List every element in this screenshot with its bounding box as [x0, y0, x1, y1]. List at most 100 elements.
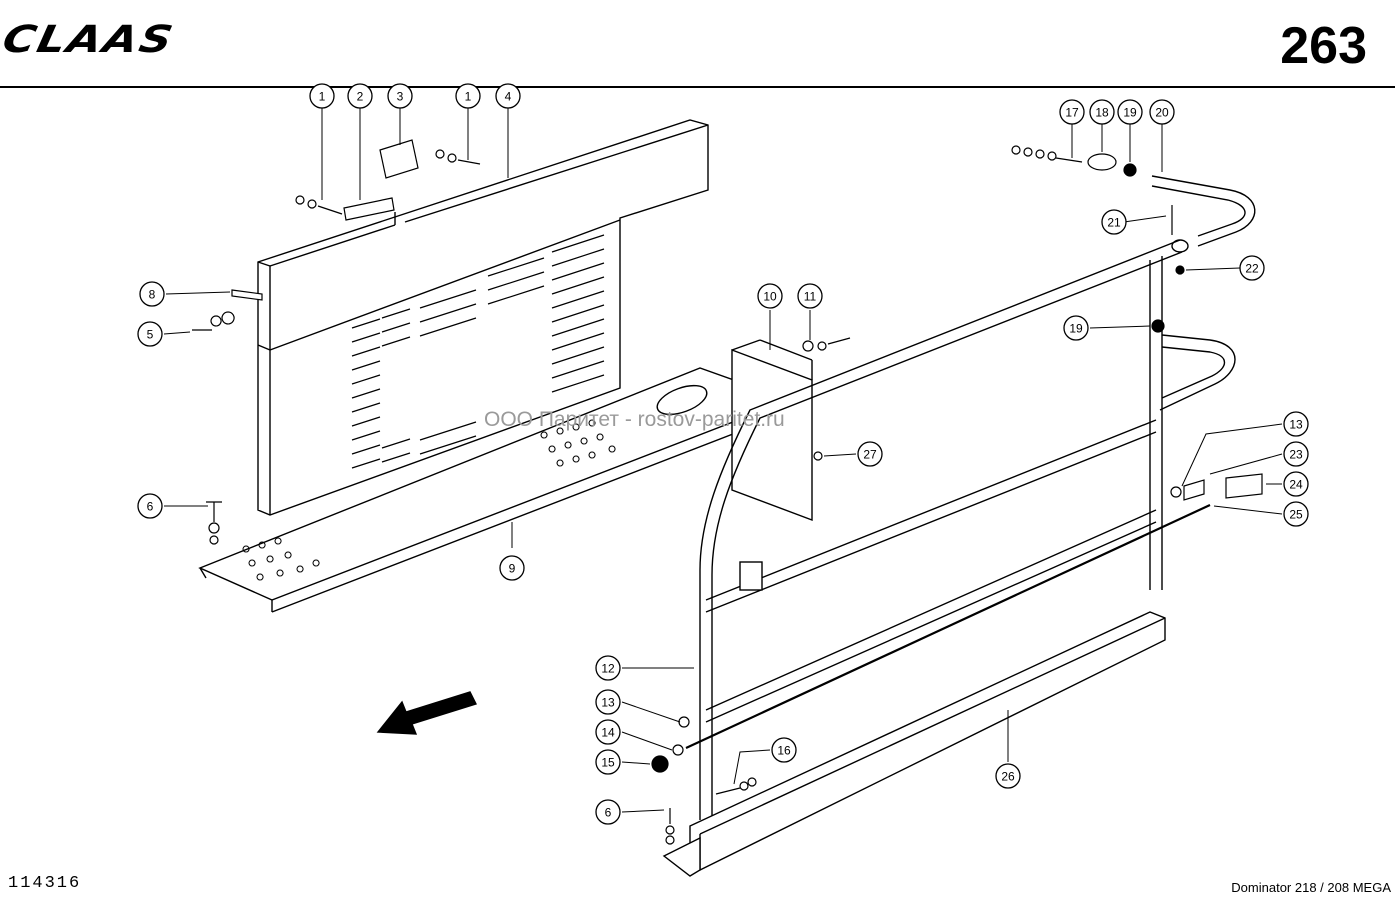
callout-label: 3 — [397, 90, 404, 104]
callout-label: 1 — [465, 90, 472, 104]
callout-label: 22 — [1245, 262, 1259, 276]
callout-label: 14 — [601, 726, 615, 740]
callout-9: 9 — [499, 555, 525, 581]
callout-8: 8 — [139, 281, 165, 307]
callout-12: 12 — [595, 655, 621, 681]
tube-frame — [699, 239, 1236, 820]
callout-label: 9 — [509, 562, 516, 576]
callout-label: 6 — [147, 500, 154, 514]
callout-23: 23 — [1283, 441, 1309, 467]
callout-label: 4 — [505, 90, 512, 104]
callout-11: 11 — [797, 283, 823, 309]
callout-circle — [771, 737, 797, 763]
callout-circle — [1239, 255, 1265, 281]
callout-18: 18 — [1089, 99, 1115, 125]
callout-circle — [995, 763, 1021, 789]
callout-label: 21 — [1107, 216, 1121, 230]
tie-rod — [685, 504, 1211, 749]
callout-5: 5 — [137, 321, 163, 347]
callout-circle — [1101, 209, 1127, 235]
callout-circle — [495, 83, 521, 109]
callout-circle — [1089, 99, 1115, 125]
shield-panel — [257, 119, 709, 516]
callout-circle — [595, 689, 621, 715]
callout-circle — [1283, 441, 1309, 467]
callout-16: 16 — [771, 737, 797, 763]
direction-arrow — [376, 691, 477, 735]
callout-19: 19 — [1063, 315, 1089, 341]
callout-circle — [1117, 99, 1143, 125]
callout-label: 12 — [601, 662, 615, 676]
callout-label: 1 — [319, 90, 326, 104]
callout-20: 20 — [1149, 99, 1175, 125]
callout-10: 10 — [757, 283, 783, 309]
callout-label: 2 — [357, 90, 364, 104]
callout-24: 24 — [1283, 471, 1309, 497]
callout-circle — [1149, 99, 1175, 125]
callout-label: 13 — [601, 696, 615, 710]
callout-circle — [137, 321, 163, 347]
louvre-slots — [351, 234, 605, 469]
callout-circle — [1063, 315, 1089, 341]
header-divider — [0, 86, 1395, 88]
callout-circle — [499, 555, 525, 581]
callout-label: 19 — [1069, 322, 1083, 336]
callout-6: 6 — [595, 799, 621, 825]
mounting-bracket — [731, 339, 813, 522]
callout-22: 22 — [1239, 255, 1265, 281]
callout-circle — [797, 283, 823, 309]
callout-circle — [1059, 99, 1085, 125]
watermark-text: ООО Паритет - rostov-paritet.ru — [484, 408, 785, 431]
callout-1: 1 — [455, 83, 481, 109]
callout-27: 27 — [857, 441, 883, 467]
callout-label: 25 — [1289, 508, 1303, 522]
callout-label: 27 — [863, 448, 877, 462]
callout-circle — [139, 281, 165, 307]
callout-label: 10 — [763, 290, 777, 304]
callout-label: 23 — [1289, 448, 1303, 462]
callout-label: 15 — [601, 756, 615, 770]
callout-25: 25 — [1283, 501, 1309, 527]
callout-circle — [857, 441, 883, 467]
callout-label: 19 — [1123, 106, 1137, 120]
callout-circle — [595, 719, 621, 745]
callout-label: 6 — [605, 806, 612, 820]
callout-label: 11 — [804, 290, 817, 304]
callout-circle — [137, 493, 163, 519]
callout-3: 3 — [387, 83, 413, 109]
hardware — [192, 139, 1263, 845]
callout-circle — [455, 83, 481, 109]
callout-17: 17 — [1059, 99, 1085, 125]
callout-6: 6 — [137, 493, 163, 519]
callout-circle — [595, 799, 621, 825]
callout-circle — [1283, 501, 1309, 527]
callout-label: 5 — [147, 328, 154, 342]
callout-label: 17 — [1065, 106, 1079, 120]
callout-26: 26 — [995, 763, 1021, 789]
callout-13: 13 — [595, 689, 621, 715]
callout-13: 13 — [1283, 411, 1309, 437]
callout-label: 13 — [1289, 418, 1303, 432]
callout-4: 4 — [495, 83, 521, 109]
callout-label: 8 — [149, 288, 156, 302]
document-number: 114316 — [8, 874, 82, 893]
callout-2: 2 — [347, 83, 373, 109]
leader-lines — [163, 108, 1283, 813]
callout-circle — [595, 655, 621, 681]
callout-21: 21 — [1101, 209, 1127, 235]
callout-circle — [1283, 411, 1309, 437]
callout-circle — [347, 83, 373, 109]
callout-label: 16 — [777, 744, 791, 758]
callout-label: 26 — [1001, 770, 1015, 784]
callout-circle — [595, 749, 621, 775]
callout-circle — [757, 283, 783, 309]
callout-circle — [387, 83, 413, 109]
callout-circle — [1283, 471, 1309, 497]
callout-1: 1 — [309, 83, 335, 109]
upper-tube — [1151, 175, 1256, 247]
callout-label: 18 — [1095, 106, 1109, 120]
callout-label: 24 — [1289, 478, 1303, 492]
